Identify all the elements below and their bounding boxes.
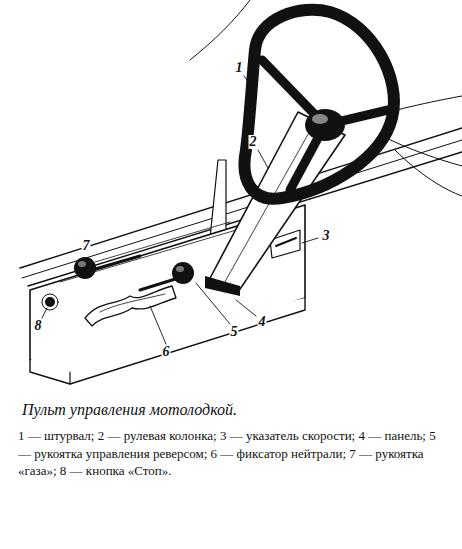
panel-edge <box>69 372 70 384</box>
panel-groove <box>95 222 230 262</box>
figure-title: Пульт управления мотолодкой. <box>22 400 442 419</box>
fixator-line <box>100 294 165 312</box>
button-ring <box>42 294 58 310</box>
steering-wheel <box>245 10 394 199</box>
leader-line <box>42 308 47 318</box>
stop-button <box>45 297 55 307</box>
leader-line <box>258 150 268 168</box>
panel-edge <box>30 298 305 384</box>
wheel-hub <box>305 109 345 141</box>
knob-highlight <box>176 266 184 272</box>
reverse-knob <box>172 262 194 284</box>
hub-highlight <box>312 114 328 124</box>
leader-lines <box>42 76 318 344</box>
callout-number: 4 <box>258 315 267 329</box>
indicator-scale <box>276 238 296 246</box>
leader-line <box>150 306 166 344</box>
throttle-knob <box>74 257 96 279</box>
deck-line <box>380 135 462 166</box>
column-shading <box>222 122 315 287</box>
figure-caption: 1 — штурвал; 2 — рулевая колонка; 3 — ук… <box>18 427 446 480</box>
windshield-edge <box>190 0 250 60</box>
leader-line <box>196 283 230 324</box>
deck-line <box>395 150 462 196</box>
callout-number: 8 <box>34 319 43 333</box>
leader-line <box>236 300 256 316</box>
callout-number: 6 <box>162 345 171 359</box>
leader-line <box>244 76 254 90</box>
knob-highlight <box>78 261 86 267</box>
neutral-fixator <box>85 286 176 326</box>
callout-number: 3 <box>322 229 331 243</box>
callout-number: 5 <box>230 325 239 339</box>
leader-line <box>302 238 318 243</box>
callout-number: 7 <box>82 239 91 253</box>
leader-line <box>88 258 89 260</box>
callout-number: 2 <box>249 135 258 149</box>
windshield-post <box>210 160 226 238</box>
callout-number: 1 <box>235 61 244 75</box>
column-base <box>205 276 240 296</box>
